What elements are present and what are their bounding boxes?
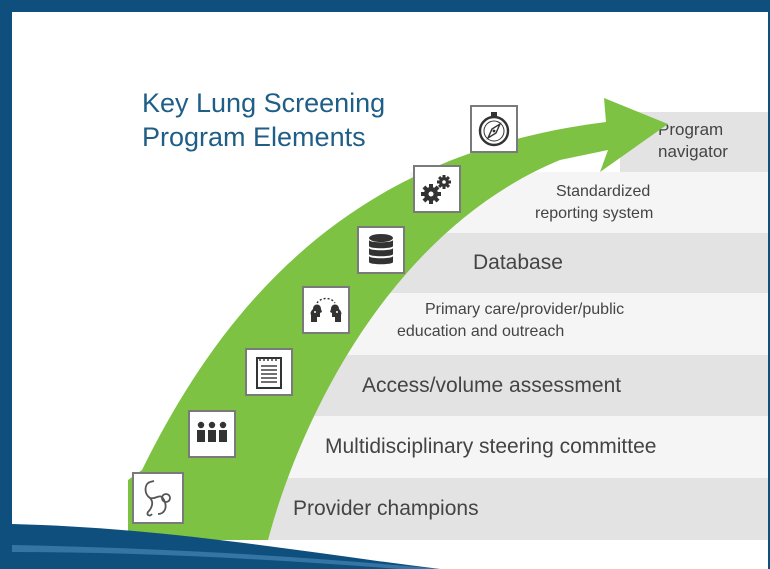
step-icon-box-1 [132,472,184,524]
step-icon-box-4 [302,286,350,334]
database-icon [369,234,393,265]
step-label-education-outreach: Primary care/provider/public education a… [397,299,624,343]
step-label-program-navigator-line1: Program [658,120,724,139]
step-icon-box-6 [413,165,461,213]
step-label-steering-committee: Multidisciplinary steering committee [325,435,657,458]
gears-icon [421,175,451,204]
step-label-reporting-system: Standardized reporting system [535,181,653,225]
page-title: Key Lung Screening Program Elements [142,86,385,154]
heads-exchange-icon [310,297,342,322]
step-label-provider-champions: Provider champions [293,497,479,520]
step-label-database: Database [473,251,563,274]
step-label-program-navigator-line2: navigator [658,142,728,161]
step-label-access-volume: Access/volume assessment [362,373,622,397]
step-label-program-navigator: Program navigator [658,119,728,163]
page-title-line1: Key Lung Screening [142,88,386,118]
stethoscope-icon [144,480,171,517]
step-label-education-outreach-line2: education and outreach [397,323,565,340]
step-icon-box-3 [245,348,293,396]
notepad-icon [256,357,282,389]
step-icon-box-7 [470,105,518,153]
band-program-navigator: Program navigator [620,112,768,172]
band-education-outreach: Primary care/provider/public education a… [300,293,768,355]
step-label-reporting-system-line1: Standardized [556,182,651,200]
page-title-line2: Program Elements [142,122,366,152]
people-group-icon [197,421,227,442]
step-icon-box-5 [357,226,405,274]
growth-arrow-body [128,98,668,540]
compass-icon [478,112,510,147]
step-label-reporting-system-line2: reporting system [535,204,654,222]
step-label-education-outreach-line1: Primary care/provider/public [425,301,625,318]
step-icon-box-2 [188,410,236,458]
